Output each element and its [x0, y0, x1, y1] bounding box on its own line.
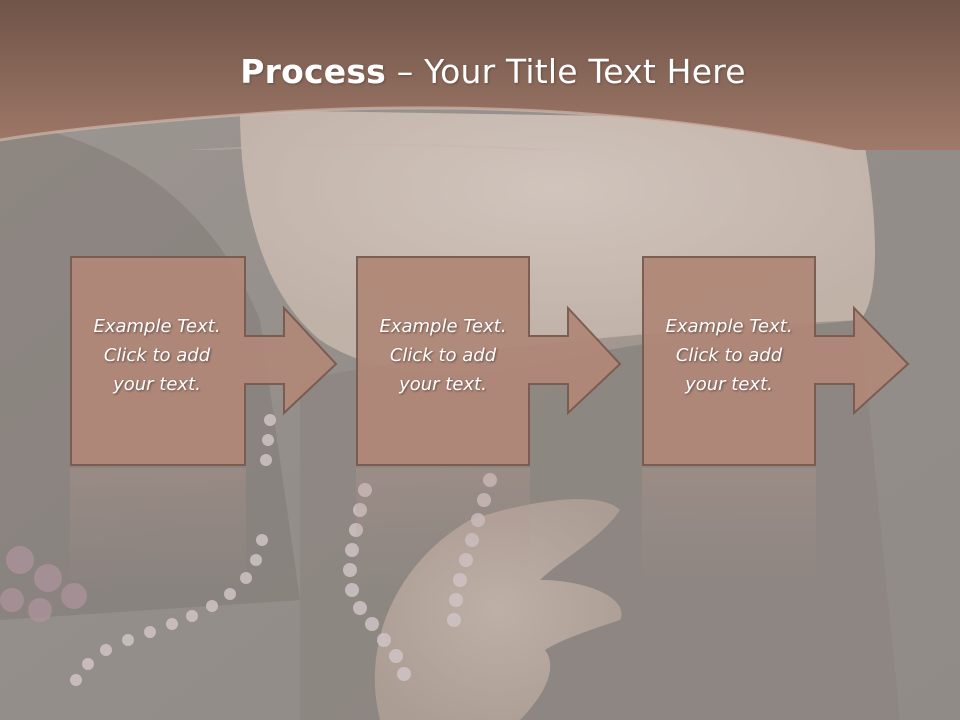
- step-reflection: [70, 468, 246, 588]
- step-text: Example Text. Click to add your text.: [356, 312, 530, 399]
- header-band: [0, 0, 960, 150]
- step-line-3: your text.: [685, 374, 773, 395]
- step-reflection: [356, 468, 530, 588]
- title-rest: – Your Title Text Here: [386, 52, 746, 91]
- step-reflection: [642, 468, 816, 588]
- step-line-1: Example Text.: [665, 316, 793, 337]
- step-arrow-shape: [642, 256, 910, 466]
- step-text: Example Text. Click to add your text.: [70, 312, 244, 399]
- step-line-3: your text.: [399, 374, 487, 395]
- step-line-1: Example Text.: [379, 316, 507, 337]
- step-line-2: Click to add: [103, 345, 211, 366]
- step-text: Example Text. Click to add your text.: [642, 312, 816, 399]
- step-arrow-shape: [356, 256, 622, 466]
- process-step-3[interactable]: Example Text. Click to add your text.: [642, 256, 912, 466]
- title-bold: Process: [240, 52, 387, 91]
- slide-title[interactable]: Process – Your Title Text Here: [0, 52, 960, 91]
- step-line-2: Click to add: [675, 345, 783, 366]
- step-line-1: Example Text.: [93, 316, 221, 337]
- process-step-1[interactable]: Example Text. Click to add your text.: [70, 256, 340, 466]
- process-step-2[interactable]: Example Text. Click to add your text.: [356, 256, 626, 466]
- step-line-2: Click to add: [389, 345, 497, 366]
- step-line-3: your text.: [113, 374, 201, 395]
- step-arrow-shape: [70, 256, 338, 466]
